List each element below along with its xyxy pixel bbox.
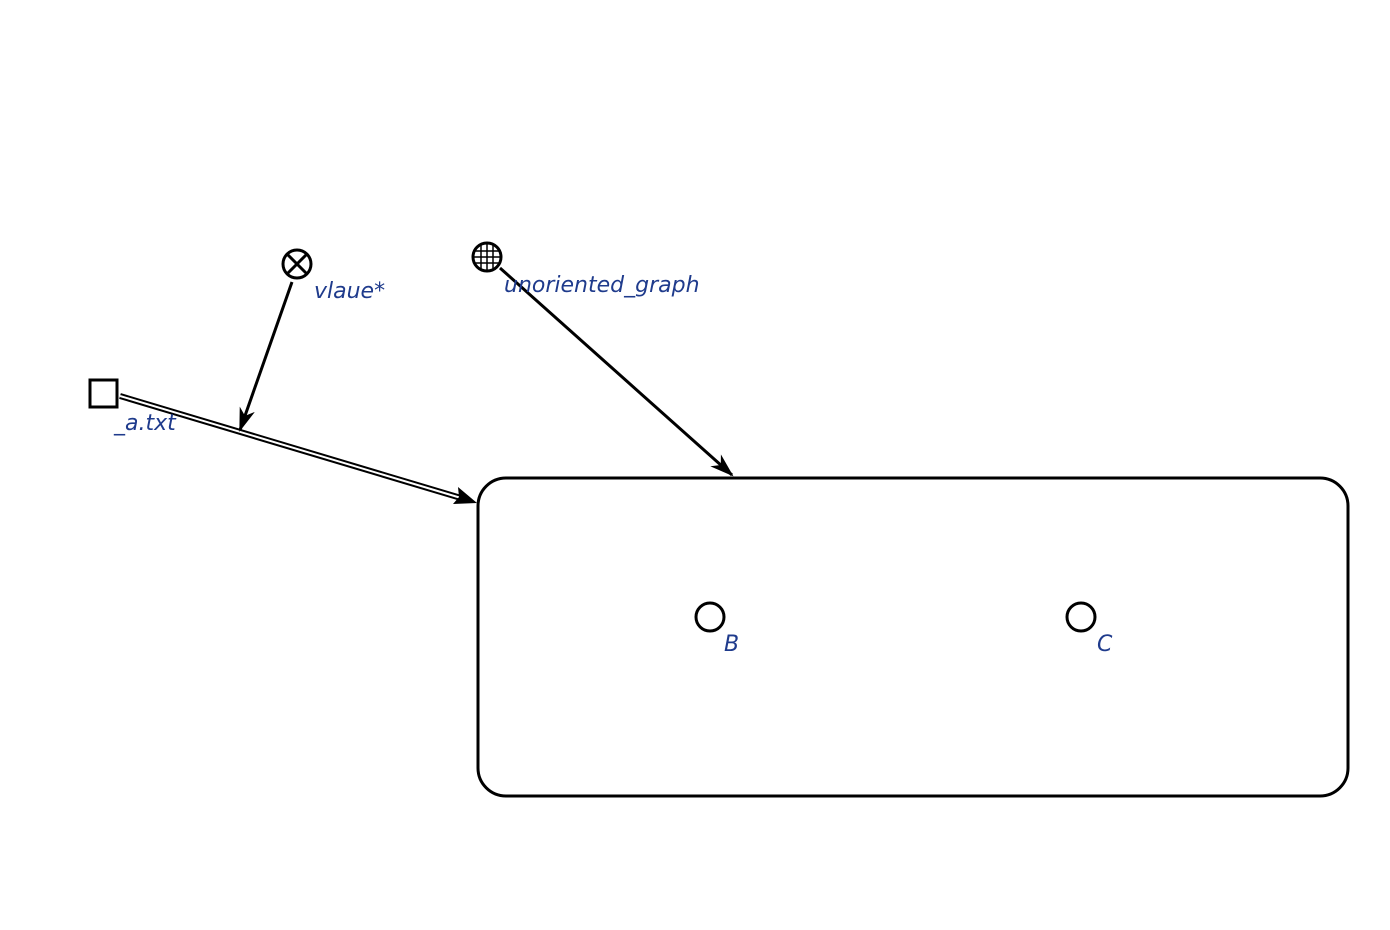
crosshatch-circle-icon[interactable]: [471, 241, 503, 273]
variable-a-label: _a.txt: [113, 411, 177, 436]
circle-x-icon[interactable]: [281, 248, 313, 280]
square-icon[interactable]: [88, 378, 119, 409]
class-graph-label: unoriented_graph: [504, 273, 700, 298]
node-c-circle-icon[interactable]: [1065, 601, 1097, 633]
edge-variable-a-to-structure[interactable]: [119, 393, 477, 504]
node-c-label: C: [1097, 632, 1113, 657]
node-b-circle-icon[interactable]: [694, 601, 726, 633]
edge-class-to-structure[interactable]: [499, 266, 734, 477]
edge-role-to-edge[interactable]: [238, 281, 294, 432]
role-value-label: vlaue*: [314, 279, 385, 304]
node-b-label: B: [724, 632, 739, 657]
structure-container[interactable]: [476, 476, 1350, 798]
